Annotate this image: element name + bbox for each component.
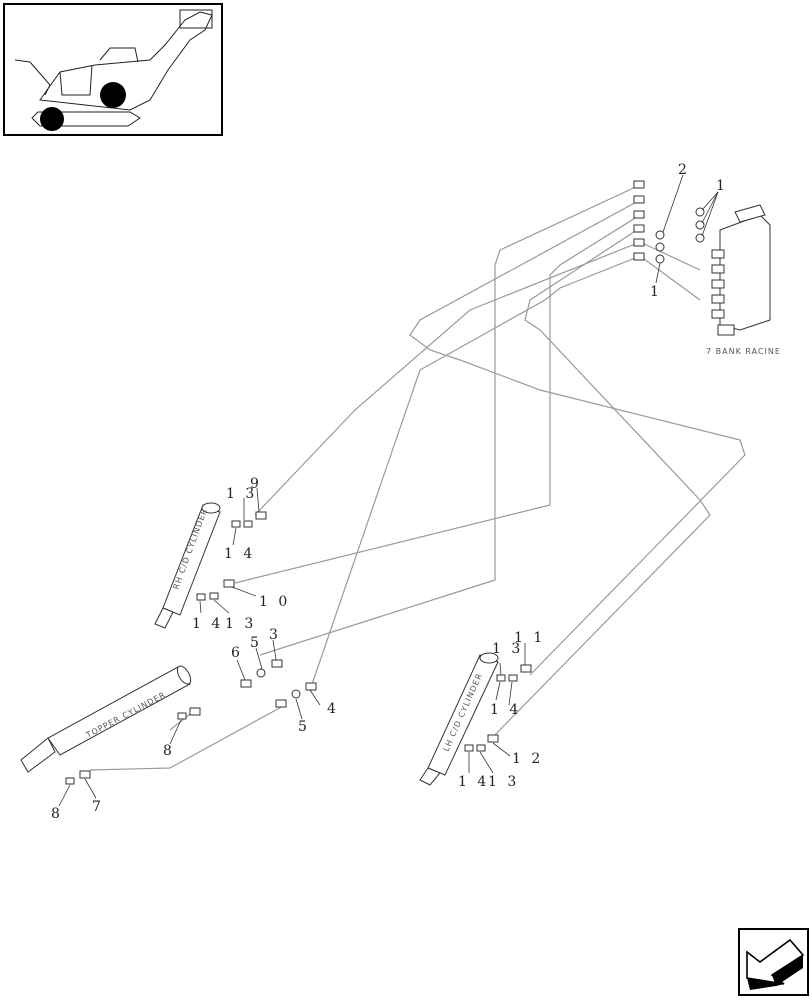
callout-14-rh-lower: 1 4 (192, 616, 223, 632)
callout-1-top: 1 (716, 178, 728, 194)
rh-cylinder: RH C/D CYLINDER (154, 502, 221, 629)
callout-14-rh-upper: 1 4 (224, 546, 255, 562)
callout-13-lh-lower: 1 3 (488, 774, 519, 790)
callouts: 2 1 1 1 3 9 1 4 1 0 1 4 1 3 6 5 3 4 5 8 … (51, 162, 728, 822)
callout-7: 7 (92, 799, 104, 815)
valve-bank-label: 7 BANK RACINE (706, 347, 781, 356)
callout-3: 3 (269, 627, 281, 643)
callout-14-lh-upper: 1 4 (490, 702, 521, 718)
callout-5-lower: 5 (298, 719, 310, 735)
callout-8-lower: 8 (51, 806, 63, 822)
valve-bank: 7 BANK RACINE (706, 204, 781, 356)
callout-11: 1 1 (514, 630, 545, 646)
callout-14-lh-lower: 1 4 (458, 774, 489, 790)
lh-cylinder-label: LH C/D CYLINDER (442, 672, 485, 753)
callout-12: 1 2 (512, 751, 543, 767)
hose-lines (89, 184, 746, 771)
callout-10: 1 0 (259, 594, 290, 610)
valve-fittings (633, 180, 705, 264)
callout-4: 4 (327, 701, 339, 717)
callout-13-lh-upper: 1 3 (492, 641, 523, 657)
front-wheel-marker (40, 107, 64, 131)
rear-wheel-marker (100, 82, 126, 108)
back-arrow-icon (746, 938, 805, 990)
callout-1-bottom: 1 (650, 284, 662, 300)
callout-9: 9 (250, 476, 262, 492)
previous-page-button[interactable] (738, 928, 809, 996)
callout-13-rh-upper: 1 3 (226, 486, 257, 502)
harvester-icon (14, 9, 213, 127)
machine-thumbnail (3, 3, 223, 136)
callout-2: 2 (678, 162, 690, 178)
leader-lines (58, 174, 719, 807)
callout-8-upper: 8 (163, 743, 175, 759)
callout-13-rh-lower: 1 3 (225, 616, 256, 632)
callout-6: 6 (231, 645, 243, 661)
hose-fittings (65, 511, 532, 785)
callout-5-upper: 5 (250, 635, 262, 651)
lh-cylinder: LH C/D CYLINDER (419, 652, 499, 786)
